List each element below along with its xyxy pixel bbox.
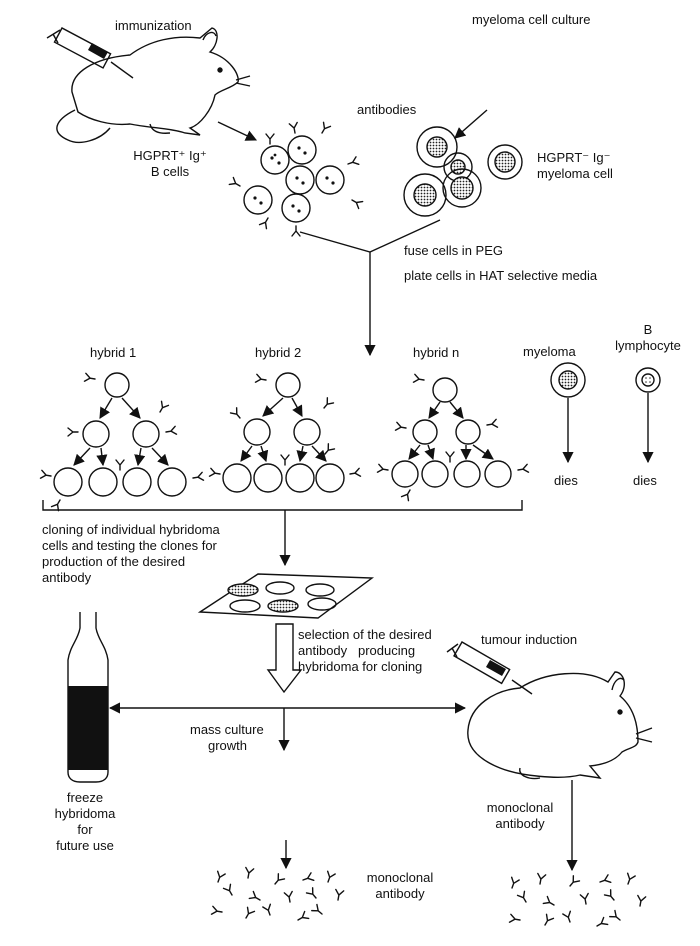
label-monoclonal-bottom-line1: monoclonal bbox=[366, 870, 434, 885]
b-cell-cluster bbox=[228, 121, 364, 237]
label-monoclonal-right: monoclonal antibody bbox=[470, 800, 570, 832]
freezer-vial-icon bbox=[67, 612, 109, 783]
myeloma-dies bbox=[550, 362, 586, 464]
label-freeze-line2: hybridoma bbox=[54, 806, 116, 821]
label-hybrid-2: hybrid 2 bbox=[255, 345, 302, 360]
label-immunization: immunization bbox=[115, 18, 192, 33]
label-monoclonal-bottom-line2: antibody bbox=[375, 886, 425, 901]
label-fuse: fuse cells in PEG bbox=[404, 243, 503, 258]
label-monoclonal-bottom: monoclonal antibody bbox=[350, 870, 450, 902]
label-freeze: freeze hybridoma for future use bbox=[40, 790, 130, 854]
label-tumour-induction: tumour induction bbox=[481, 632, 578, 647]
label-myeloma-cell: HGPRT⁻ Ig⁻ myeloma cell bbox=[537, 150, 613, 182]
label-b-cells-line1: HGPRT⁺ Ig⁺ bbox=[133, 148, 207, 163]
tumour-mouse-icon bbox=[467, 671, 653, 780]
hybrid-1-tree bbox=[39, 372, 205, 512]
label-cloning-line4: antibody bbox=[42, 570, 92, 585]
hybrid-2-tree bbox=[208, 372, 362, 493]
label-b-lymphocyte-line2: lymphocyte bbox=[615, 338, 681, 353]
label-myeloma-cell-line1: HGPRT⁻ Ig⁻ bbox=[537, 150, 611, 165]
label-monoclonal-right-line2: antibody bbox=[495, 816, 545, 831]
label-selection-line2: antibody producing bbox=[298, 643, 416, 658]
label-myeloma-cell-line2: myeloma cell bbox=[537, 166, 613, 181]
hollow-arrow-icon bbox=[266, 623, 303, 694]
hybrid-n-tree bbox=[376, 373, 530, 502]
label-b-cells: HGPRT⁺ Ig⁺ B cells bbox=[115, 148, 225, 180]
label-hybrid-1: hybrid 1 bbox=[90, 345, 137, 360]
myeloma-cell-cluster bbox=[403, 126, 523, 217]
label-cloning: cloning of individual hybridoma cells an… bbox=[42, 522, 220, 586]
label-freeze-line3: for bbox=[77, 822, 93, 837]
label-b-lymphocyte: B lymphocyte bbox=[608, 322, 688, 354]
label-selection-line3: hybridoma for cloning bbox=[298, 659, 423, 674]
label-b-lymphocyte-line1: B bbox=[643, 322, 653, 337]
monoclonal-antibodies-left bbox=[210, 866, 345, 925]
b-lymphocyte-dies bbox=[635, 367, 661, 464]
label-mass-culture-line1: mass culture bbox=[190, 722, 264, 737]
label-freeze-line1: freeze bbox=[66, 790, 104, 805]
label-freeze-line4: future use bbox=[56, 838, 114, 853]
label-cloning-line3: production of the desired bbox=[42, 554, 186, 569]
label-dies-b-lymphocyte: dies bbox=[633, 473, 657, 488]
label-mass-culture: mass culture growth bbox=[190, 722, 264, 754]
label-cloning-line2: cells and testing the clones for bbox=[42, 538, 217, 553]
label-selection: selection of the desired antibody produc… bbox=[298, 627, 432, 675]
immunized-mouse-icon bbox=[56, 27, 251, 144]
label-plate: plate cells in HAT selective media bbox=[404, 268, 598, 283]
label-cloning-line1: cloning of individual hybridoma bbox=[42, 522, 220, 537]
label-myeloma: myeloma bbox=[523, 344, 576, 359]
monoclonal-antibodies-right bbox=[507, 872, 647, 931]
culture-plate-icon bbox=[197, 573, 375, 619]
label-dies-myeloma: dies bbox=[554, 473, 578, 488]
label-b-cells-line2: B cells bbox=[150, 164, 190, 179]
label-monoclonal-right-line1: monoclonal bbox=[486, 800, 554, 815]
label-antibodies: antibodies bbox=[357, 102, 417, 117]
syringe-icon bbox=[46, 27, 134, 79]
syringe-right-icon bbox=[446, 641, 533, 695]
label-selection-line1: selection of the desired bbox=[298, 627, 432, 642]
label-hybrid-n: hybrid n bbox=[413, 345, 460, 360]
label-myeloma-culture: myeloma cell culture bbox=[472, 12, 591, 27]
label-mass-culture-line2: growth bbox=[208, 738, 248, 753]
